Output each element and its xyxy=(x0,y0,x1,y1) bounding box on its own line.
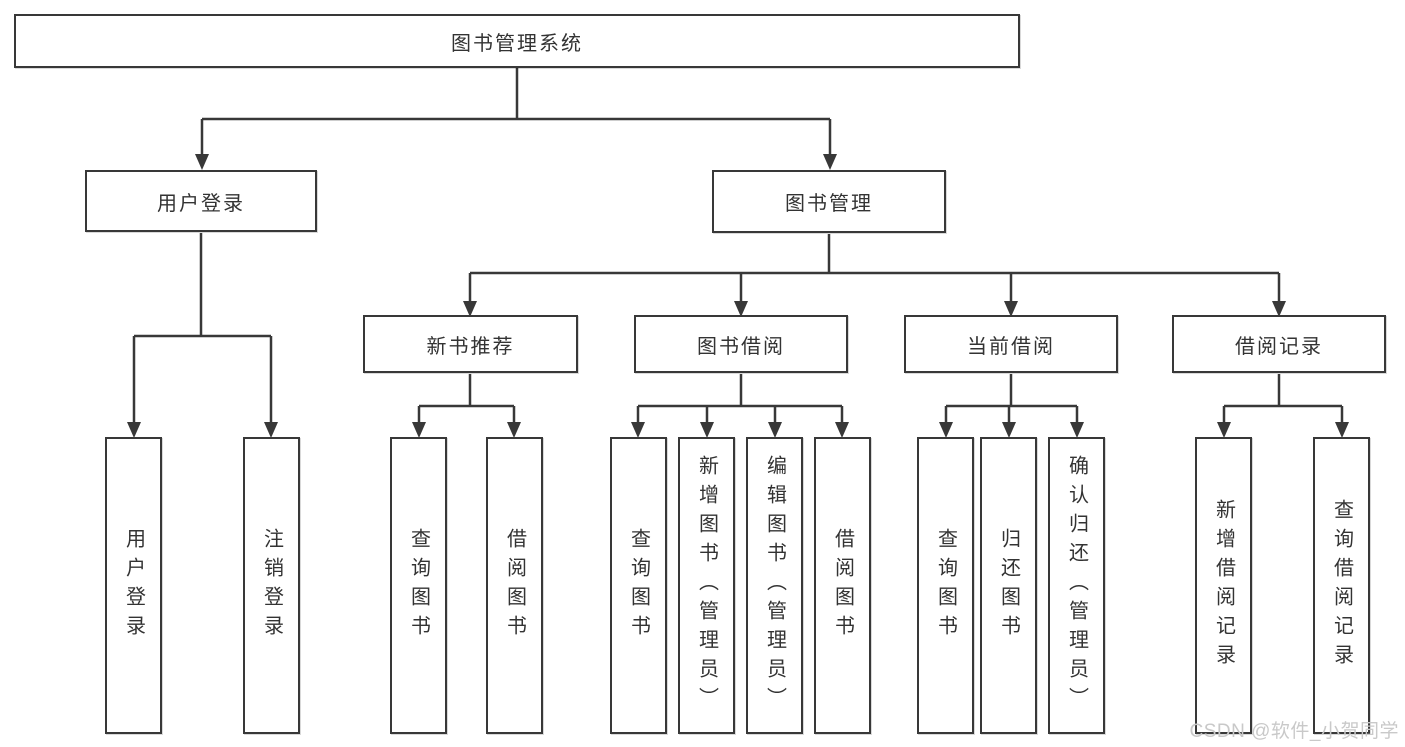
leaf-user-login: 用户登录 xyxy=(105,437,162,734)
node-label: 图书管理 xyxy=(785,193,873,215)
node-label: 图书借阅 xyxy=(697,335,785,358)
node-label: 借阅图书 xyxy=(831,527,854,644)
node-label: 新书推荐 xyxy=(426,335,515,358)
node-label: 新增图书（管理员） xyxy=(695,455,718,716)
leaf-borrowing-add-books-admin: 新增图书（管理员） xyxy=(678,437,735,734)
node-book-management-system: 图书管理系统 xyxy=(14,14,1020,68)
node-label: 编辑图书（管理员） xyxy=(763,455,786,716)
node-label: 用户登录 xyxy=(122,527,145,644)
node-label: 用户登录 xyxy=(157,192,245,215)
node-label: 查询图书 xyxy=(934,527,957,644)
leaf-current-confirm-return-admin: 确认归还（管理员） xyxy=(1048,437,1105,734)
node-label: 借阅记录 xyxy=(1235,335,1323,358)
leaf-newbook-query-books: 查询图书 xyxy=(390,437,447,734)
node-current-borrowing: 当前借阅 xyxy=(904,315,1118,373)
leaf-borrowing-query-books: 查询图书 xyxy=(610,437,667,734)
node-book-borrowing: 图书借阅 xyxy=(634,315,848,373)
node-label: 查询图书 xyxy=(627,527,650,644)
node-label: 图书管理系统 xyxy=(451,32,583,55)
node-label: 确认归还（管理员） xyxy=(1065,455,1088,716)
arrowhead-icons xyxy=(127,154,1349,438)
node-book-management: 图书管理 xyxy=(712,170,946,233)
node-user-login: 用户登录 xyxy=(85,170,317,232)
leaf-records-add-record: 新增借阅记录 xyxy=(1195,437,1252,734)
node-label: 新增借阅记录 xyxy=(1212,498,1235,673)
node-borrowing-records: 借阅记录 xyxy=(1172,315,1386,373)
leaf-borrowing-edit-books-admin: 编辑图书（管理员） xyxy=(746,437,803,734)
leaf-logout: 注销登录 xyxy=(243,437,300,734)
leaf-borrowing-borrow-books: 借阅图书 xyxy=(814,437,871,734)
node-label: 查询借阅记录 xyxy=(1330,498,1353,673)
node-label: 归还图书 xyxy=(997,527,1020,644)
node-label: 当前借阅 xyxy=(967,335,1055,358)
leaf-records-query-record: 查询借阅记录 xyxy=(1313,437,1370,734)
leaf-newbook-borrow-books: 借阅图书 xyxy=(486,437,543,734)
leaf-current-query-books: 查询图书 xyxy=(917,437,974,734)
node-label: 借阅图书 xyxy=(503,527,526,644)
node-new-book-recommend: 新书推荐 xyxy=(363,315,578,373)
leaf-current-return-books: 归还图书 xyxy=(980,437,1037,734)
node-label: 查询图书 xyxy=(407,527,430,644)
node-label: 注销登录 xyxy=(260,527,283,644)
csdn-watermark: CSDN @软件_小贺同学 xyxy=(1189,721,1399,742)
